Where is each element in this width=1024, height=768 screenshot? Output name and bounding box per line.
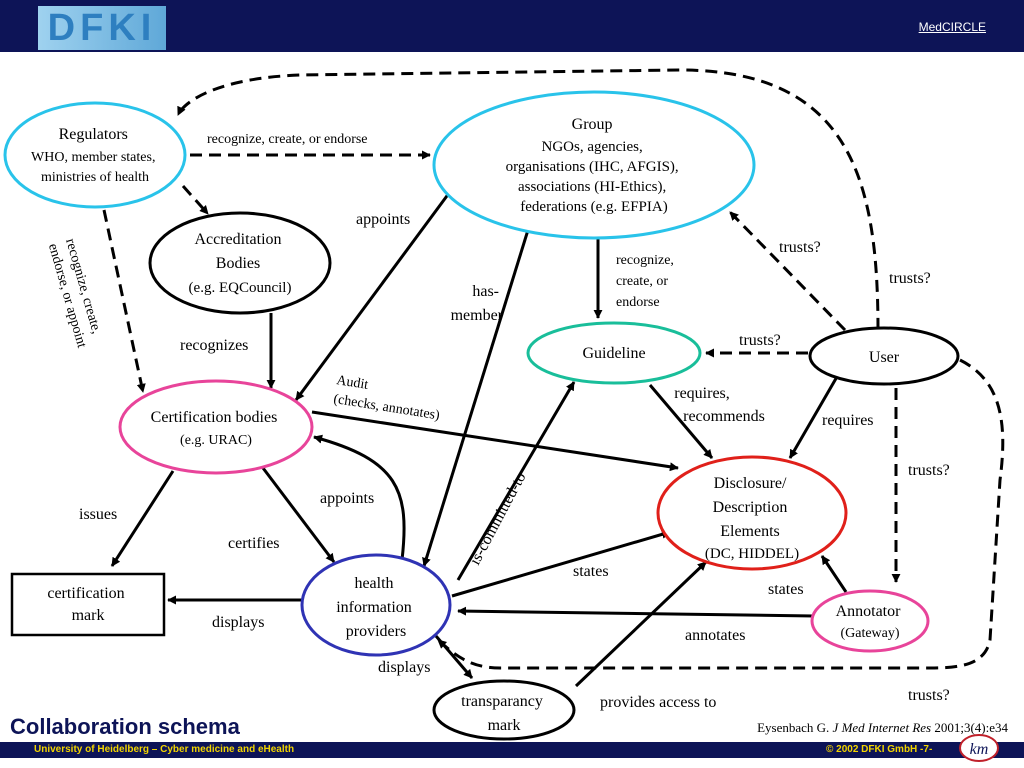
annotator-node [810,589,930,653]
footer-copyright: © 2002 DFKI GmbH -7- [826,744,933,755]
edge-user-regulators [176,68,880,331]
label-trusts-bottom: trusts? [908,687,950,704]
label-displays-transparency: displays [378,659,430,676]
label-appoints-bottom: appoints [320,490,374,507]
citation-author: Eysenbach G. [757,720,830,735]
group-node [432,90,756,240]
annotator-label: Annotator (Gateway) [836,603,905,641]
hip-node [300,553,452,657]
label-displays-mark: displays [212,614,264,631]
edge-certification-hip [261,467,336,563]
certification-bodies-label: Certification bodies (e.g. URAC) [151,409,282,448]
citation-ref: 2001;3(4):e34 [934,720,1008,735]
label-recognizes: recognizes [180,337,248,354]
edge-annotator-hip [457,606,815,618]
label-trusts-annotator: trusts? [908,462,950,479]
label-trusts-right: trusts? [889,270,931,287]
slide-title: Collaboration schema [10,714,240,739]
dashed-edges [102,68,1005,670]
edge-guideline-disclosure [648,384,714,459]
edge-hip-guideline [456,381,576,581]
medcircle-link[interactable]: MedCIRCLE [918,20,986,34]
accreditation-node [148,211,332,315]
label-issues: issues [79,506,117,523]
label-annotates: annotates [685,627,745,644]
disclosure-label: Disclosure/ Description Elements (DC, HI… [705,475,799,562]
label-trusts-guideline: trusts? [739,332,781,349]
edge-certification-disclosure [311,410,679,472]
dfki-logo-text: DFKI [47,7,157,49]
label-requires: requires [822,412,874,429]
hip-label: health information providers [336,575,416,640]
certification-mark-node [10,572,166,637]
header-bar: DFKI MedCIRCLE [0,0,1024,52]
label-recognize-create-endorse-top: recognize, create, or endorse [207,132,368,147]
edge-group-certification [294,184,457,401]
label-appoints-top: appoints [356,211,410,228]
label-states-annotator: states [768,581,804,598]
edge-hip-transparency [434,635,474,679]
km-logo-text: km [970,741,989,758]
certification-mark-label: certification mark [47,585,128,624]
edge-hip-disclosure [451,529,671,598]
label-recognize-guideline: recognize, create, or endorse [616,253,677,310]
edge-group-hip [422,229,530,567]
label-requires-recommends: requires, recommends [674,385,765,425]
edge-user-hip [437,358,1005,670]
guideline-node [526,321,702,385]
label-has-member: has- member [451,283,504,324]
regulators-node [3,101,187,209]
transparency-label: transparancy mark [461,693,547,734]
transparency-node [432,679,576,741]
label-recognize-appoint-vertical: recognize, create, endorse, or appoint [45,237,106,350]
footer-bar [0,742,1024,758]
label-trusts-group: trusts? [779,239,821,256]
group-label: Group NGOs, agencies, organisations (IHC… [506,116,683,215]
solid-edges [110,184,848,688]
guideline-label: Guideline [582,345,645,362]
edge-regulators-certification [102,209,146,393]
edge-user-group [728,210,847,332]
edge-regulators-accreditation [181,185,210,215]
user-node [808,326,960,386]
citation-journal: J Med Internet Res [832,720,932,735]
footer-institution: University of Heidelberg – Cyber medicin… [34,744,295,755]
label-certifies: certifies [228,535,280,552]
disclosure-node [656,455,848,571]
accreditation-label: Accreditation Bodies (e.g. EQCouncil) [189,231,292,296]
label-provides-access: provides access to [600,694,716,711]
edge-hip-certification [313,434,406,561]
dfki-logo: DFKI [38,6,166,50]
label-audit: Audit (checks, annotates) [332,373,444,423]
edge-certification-mark [110,470,175,567]
edge-transparency-disclosure [574,560,708,688]
citation: Eysenbach G. J Med Internet Res 2001;3(4… [757,720,1008,736]
user-label: User [869,349,900,366]
edge-annotator-disclosure [820,555,848,593]
nodes: Regulators WHO, member states, ministrie… [3,90,960,741]
certification-bodies-node [118,379,314,475]
regulators-label: Regulators WHO, member states, ministrie… [31,126,159,185]
km-logo: km [959,734,999,762]
label-states-hip: states [573,563,609,580]
label-is-committed-to: is-committed-to [467,470,530,568]
edge-user-disclosure [788,374,840,459]
